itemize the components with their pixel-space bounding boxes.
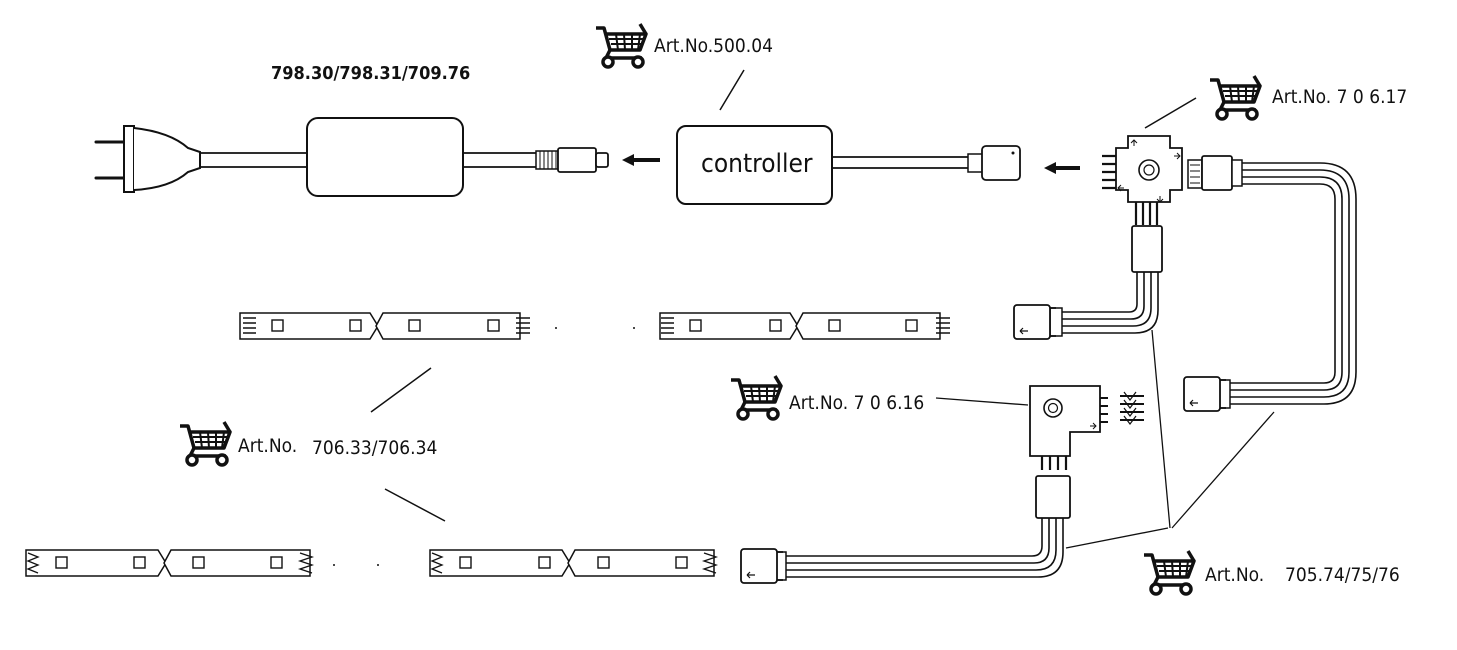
extension-cable-down [1013,225,1163,340]
led-strip-top-left [239,312,557,340]
extension-cable-bottom [740,475,1071,584]
cart-icon[interactable] [594,22,648,69]
dc-jack-icon [535,147,609,173]
cart-icon[interactable] [1142,549,1196,596]
controller-output-plug-icon [967,145,1021,181]
led-strip-top-right [633,312,950,340]
cross-connector [1102,97,1197,225]
power-supply-box [306,117,464,197]
extension-cable-right [1183,155,1357,412]
cart-icon[interactable] [178,420,232,467]
psu-article-numbers: 798.30/798.31/709.76 [271,63,471,84]
controller-label: controller [701,149,813,179]
led-strip-bottom-right [377,549,719,577]
corner-connector [935,385,1144,470]
controller-box [676,125,833,205]
arrow-left-icon [1044,162,1080,174]
cables-article-numbers: 705.74/75/76 [1285,564,1400,586]
strips-article-prefix: Art.No. [238,435,298,457]
cross-connector-article-number: Art.No. 7 0 6.17 [1272,86,1408,108]
strips-article-numbers: 706.33/706.34 [312,437,438,459]
corner-connector-article-number: Art.No. 7 0 6.16 [789,392,925,414]
cart-icon[interactable] [729,374,783,421]
power-plug-icon [94,125,201,193]
psu-cable [200,152,308,168]
controller-article-number: Art.No.500.04 [654,35,773,57]
cables-article-prefix: Art.No. [1205,564,1265,586]
cart-icon[interactable] [1208,74,1262,121]
led-strip-bottom-left [25,549,335,577]
arrow-left-icon [622,154,660,166]
